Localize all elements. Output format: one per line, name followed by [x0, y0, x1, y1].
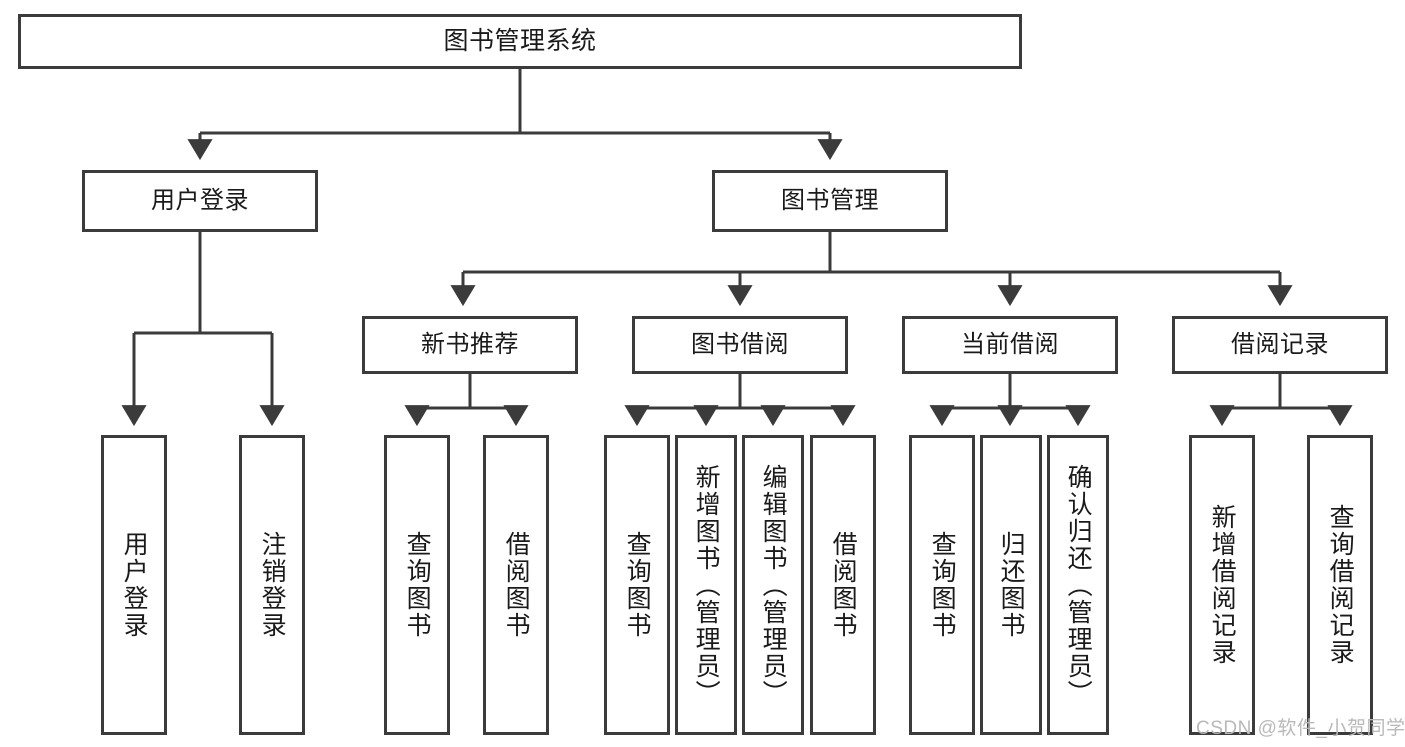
node-label: 用户登录	[120, 531, 149, 639]
node-label: 归还图书	[997, 531, 1026, 639]
node-label: 借阅图书	[502, 531, 531, 639]
leaf-current-confirm-return-admin[interactable]: 确认归还（管理员）	[1047, 435, 1109, 735]
node-label: 新书推荐	[421, 330, 519, 358]
node-label: 新增图书（管理员）	[692, 463, 721, 707]
leaf-user-login-logout[interactable]: 注销登录	[239, 435, 305, 735]
node-user-login[interactable]: 用户登录	[82, 170, 318, 232]
node-label: 图书管理	[781, 186, 879, 214]
node-label: 借阅图书	[829, 531, 858, 639]
node-label: 图书管理系统	[443, 26, 597, 55]
node-book-management[interactable]: 图书管理	[712, 170, 948, 232]
node-label: 注销登录	[258, 531, 287, 639]
leaf-records-query-record[interactable]: 查询借阅记录	[1307, 435, 1373, 735]
node-book-borrow[interactable]: 图书借阅	[632, 316, 848, 374]
leaf-current-return-book[interactable]: 归还图书	[980, 435, 1042, 735]
leaf-recommend-borrow-book[interactable]: 借阅图书	[483, 435, 549, 735]
node-borrow-records[interactable]: 借阅记录	[1172, 316, 1388, 374]
node-label: 新增借阅记录	[1208, 504, 1237, 666]
leaf-records-add-record[interactable]: 新增借阅记录	[1189, 435, 1255, 735]
node-label: 查询图书	[928, 531, 957, 639]
node-label: 当前借阅	[961, 330, 1059, 358]
node-label: 确认归还（管理员）	[1064, 463, 1093, 707]
node-label: 编辑图书（管理员）	[759, 463, 788, 707]
node-new-book-recommend[interactable]: 新书推荐	[362, 316, 578, 374]
node-label: 图书借阅	[691, 330, 789, 358]
node-label: 查询图书	[403, 531, 432, 639]
leaf-user-login-login[interactable]: 用户登录	[101, 435, 167, 735]
node-label: 用户登录	[151, 186, 249, 214]
leaf-borrow-edit-book-admin[interactable]: 编辑图书（管理员）	[742, 435, 804, 735]
node-label: 查询借阅记录	[1326, 504, 1355, 666]
node-root-system[interactable]: 图书管理系统	[18, 14, 1022, 69]
leaf-borrow-add-book-admin[interactable]: 新增图书（管理员）	[675, 435, 737, 735]
node-label: 查询图书	[623, 531, 652, 639]
leaf-current-query-book[interactable]: 查询图书	[909, 435, 975, 735]
leaf-recommend-query-book[interactable]: 查询图书	[384, 435, 450, 735]
node-current-borrow[interactable]: 当前借阅	[902, 316, 1118, 374]
node-label: 借阅记录	[1231, 330, 1329, 358]
leaf-borrow-query-book[interactable]: 查询图书	[604, 435, 670, 735]
leaf-borrow-borrow-book[interactable]: 借阅图书	[810, 435, 876, 735]
